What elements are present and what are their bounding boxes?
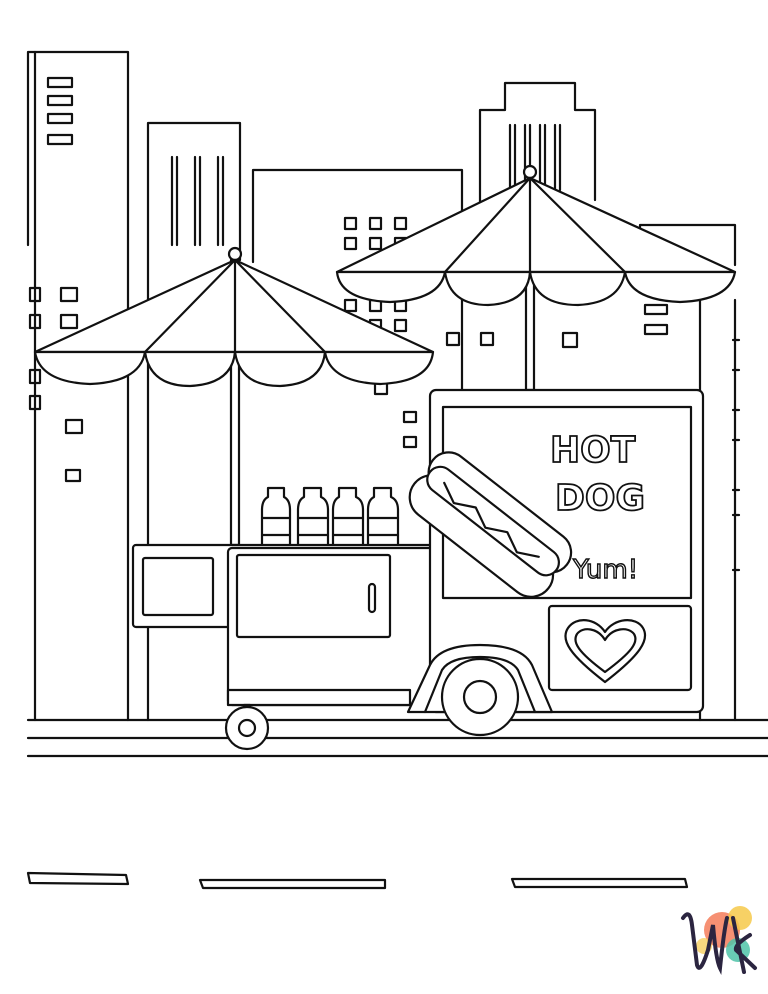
sign-text-hot: HOT xyxy=(550,430,636,471)
curb-line xyxy=(26,736,768,758)
road-dash xyxy=(198,878,387,890)
building-right-stripes xyxy=(508,123,562,192)
sign-text-yum: Yum! xyxy=(572,555,638,585)
road-dash xyxy=(510,877,689,889)
bottles xyxy=(260,486,400,550)
umbrella-right xyxy=(335,164,737,392)
street xyxy=(26,718,768,890)
building-left-windows xyxy=(28,76,84,483)
bottle xyxy=(260,486,292,550)
building-far-right-windows xyxy=(643,303,741,572)
building-tall-right xyxy=(478,81,597,232)
umbrella-left xyxy=(33,246,435,547)
building-stripes xyxy=(170,155,225,247)
wk-logo xyxy=(681,906,757,976)
bottle xyxy=(366,486,400,550)
road-dash xyxy=(26,871,130,886)
heart-icon xyxy=(564,619,647,684)
cart-door-handle[interactable] xyxy=(367,582,377,614)
hot-dog-cart: HOT DOG Yum! xyxy=(131,388,705,751)
wheel-large-hub xyxy=(462,679,498,715)
building-left-tall xyxy=(33,50,130,722)
bottle xyxy=(296,486,330,550)
wheel-small-hub xyxy=(237,718,257,738)
bottle xyxy=(331,486,365,550)
building-middle-left xyxy=(146,121,242,722)
sign-text-dog: DOG xyxy=(555,478,645,519)
hot-dog-illustration xyxy=(408,451,573,598)
cart-base xyxy=(226,688,412,707)
building-left-edge xyxy=(26,50,37,247)
cart-door[interactable] xyxy=(235,553,392,639)
cart-window xyxy=(141,556,215,617)
